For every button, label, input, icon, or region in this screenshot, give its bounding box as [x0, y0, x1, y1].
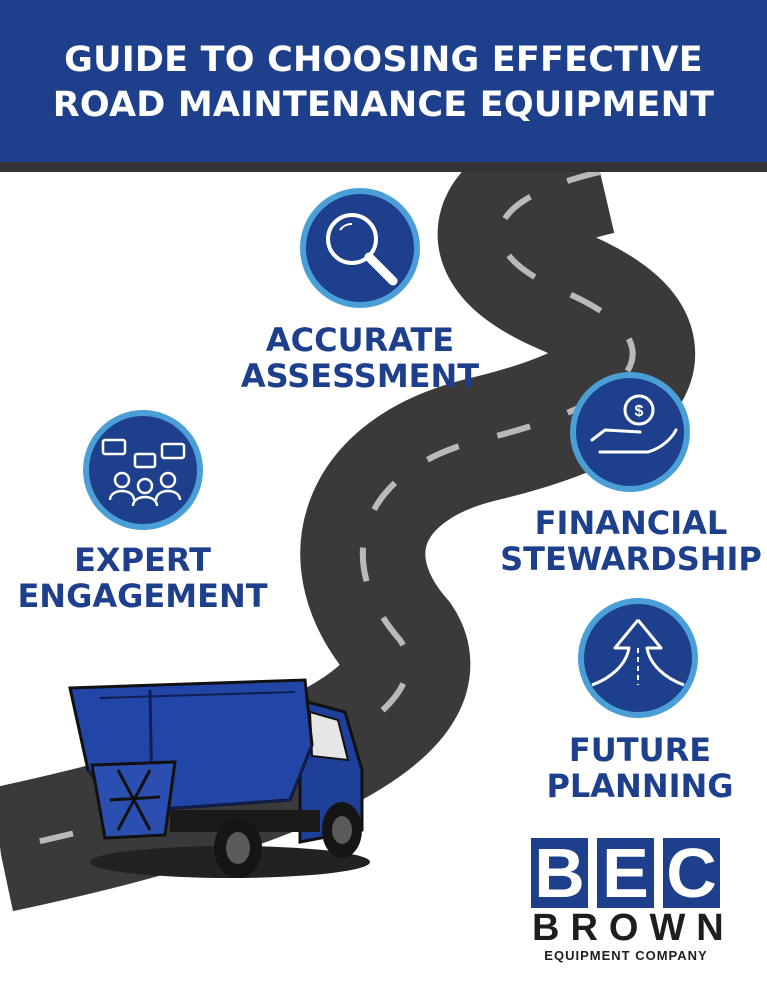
step-label-line2: STEWARDSHIP [500, 540, 762, 578]
winding-road [0, 111, 695, 912]
hand-coin-icon: $ [570, 372, 690, 492]
magnifying-glass-icon [300, 188, 420, 308]
step-label-accurate-assessment: ACCURATE ASSESSMENT [232, 322, 488, 394]
logo-letter-c: C [663, 838, 720, 908]
step-label-line2: ASSESSMENT [240, 357, 480, 395]
step-label-expert-engagement: EXPERT ENGAGEMENT [10, 542, 275, 614]
logo-letter-b: B [531, 838, 588, 908]
header-banner [0, 0, 767, 162]
svg-text:$: $ [635, 403, 644, 420]
page-title-line2: ROAD MAINTENANCE EQUIPMENT [52, 85, 715, 125]
step-label-line1: ACCURATE [265, 321, 455, 359]
truck-illustration [68, 678, 370, 878]
step-label-line2: PLANNING [546, 767, 734, 805]
step-label-line1: FINANCIAL [534, 504, 728, 542]
logo-name: BROWN [532, 907, 735, 949]
road-arrow-icon [578, 598, 698, 718]
logo-subtitle: EQUIPMENT COMPANY [544, 948, 708, 963]
people-chat-icon [83, 410, 203, 530]
step-label-future-planning: FUTURE PLANNING [540, 732, 740, 804]
page-title-line1: GUIDE TO CHOOSING EFFECTIVE [64, 40, 703, 80]
header-divider [0, 162, 767, 172]
logo-letter-e: E [597, 838, 654, 908]
step-label-financial-stewardship: FINANCIAL STEWARDSHIP [500, 505, 762, 577]
step-label-line2: ENGAGEMENT [17, 577, 268, 615]
step-label-line1: FUTURE [568, 731, 712, 769]
step-label-line1: EXPERT [74, 541, 211, 579]
